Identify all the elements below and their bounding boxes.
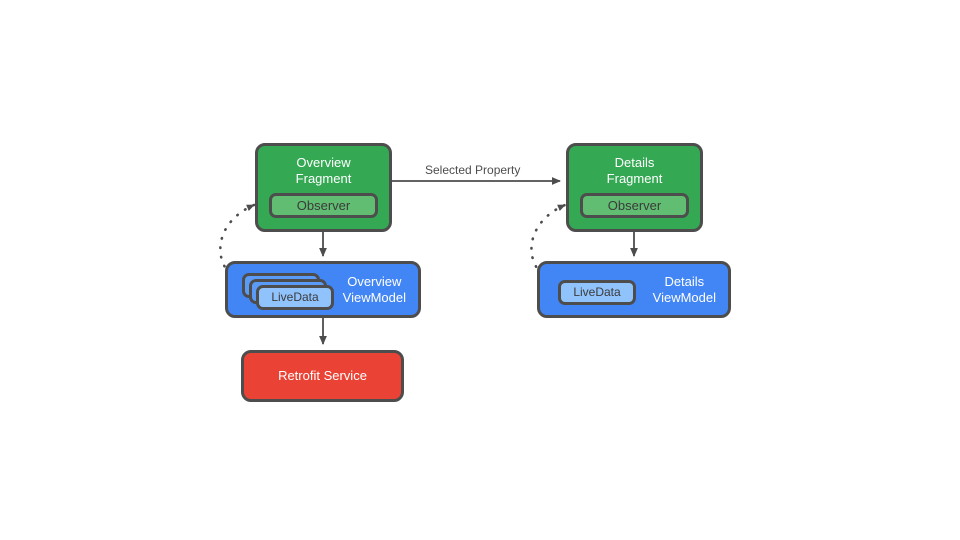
node-details-fragment[interactable]: Details Fragment Observer: [566, 143, 703, 232]
node-retrofit-service[interactable]: Retrofit Service: [241, 350, 404, 402]
node-overview-fragment[interactable]: Overview Fragment Observer: [255, 143, 392, 232]
details-fragment-label: Details Fragment: [606, 155, 663, 186]
details-viewmodel-label: Details ViewModel: [652, 273, 716, 305]
overview-viewmodel-label: Overview ViewModel: [342, 273, 406, 305]
overview-livedata-card-front[interactable]: LiveData: [256, 285, 334, 310]
edge-label-selected-property: Selected Property: [425, 163, 520, 177]
selected-property-text: Selected Property: [425, 163, 521, 177]
node-overview-viewmodel[interactable]: LiveData Overview ViewModel: [225, 261, 421, 318]
retrofit-service-label: Retrofit Service: [278, 368, 367, 383]
overview-fragment-label: Overview Fragment: [295, 155, 352, 186]
edge-overview-livedata-to-observer: [219, 203, 256, 286]
details-livedata-label: LiveData: [573, 285, 621, 299]
edge-details-livedata-to-observer: [530, 203, 567, 286]
details-livedata-card[interactable]: LiveData: [558, 280, 636, 305]
details-observer-label: Observer: [607, 198, 662, 213]
overview-observer-box[interactable]: Observer: [269, 193, 378, 218]
overview-observer-label: Observer: [296, 198, 351, 213]
details-observer-box[interactable]: Observer: [580, 193, 689, 218]
node-details-viewmodel[interactable]: LiveData Details ViewModel: [537, 261, 731, 318]
overview-livedata-label: LiveData: [271, 290, 319, 304]
